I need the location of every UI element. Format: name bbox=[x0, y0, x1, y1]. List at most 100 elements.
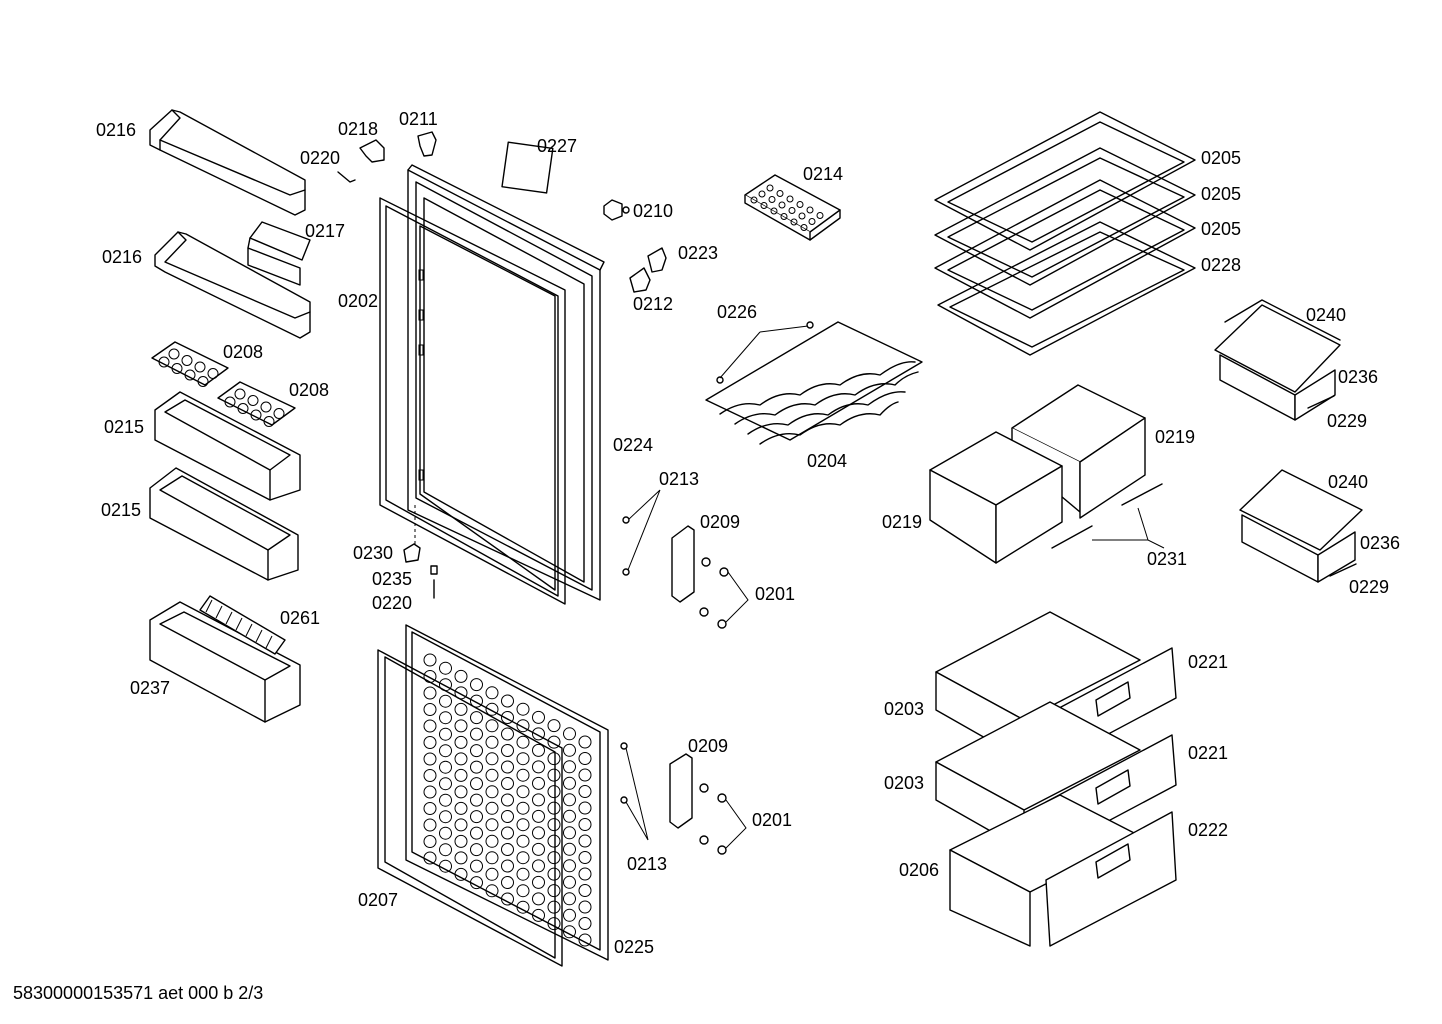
dimple bbox=[501, 859, 514, 873]
dimple bbox=[485, 735, 499, 749]
screw-0213-c bbox=[620, 742, 628, 750]
dimple bbox=[470, 727, 483, 741]
dimple bbox=[547, 900, 561, 914]
dimple bbox=[454, 768, 468, 782]
screw-0213-a bbox=[622, 516, 630, 524]
dimple bbox=[485, 884, 499, 898]
bottle-rack-0204 bbox=[705, 321, 923, 445]
ice-cell bbox=[770, 207, 778, 215]
callout-0223: 0223 bbox=[678, 243, 719, 263]
dimple bbox=[563, 908, 576, 922]
dimple bbox=[516, 735, 530, 749]
callout-0205-a: 0205 bbox=[1201, 148, 1242, 168]
dimple bbox=[439, 859, 452, 873]
door-shelf-0215-upper bbox=[154, 391, 301, 501]
callout-0240-upper: 0240 bbox=[1306, 305, 1347, 325]
egg-holes bbox=[158, 348, 285, 427]
dimple bbox=[532, 776, 545, 790]
dimple bbox=[470, 843, 483, 857]
dimple bbox=[563, 892, 576, 906]
dimple bbox=[485, 702, 499, 716]
dimple bbox=[501, 744, 514, 757]
dimple bbox=[516, 900, 530, 914]
door-shelf-0215-lower bbox=[149, 467, 299, 581]
dimple bbox=[485, 818, 499, 832]
handle-0209-upper bbox=[671, 525, 695, 603]
callout-0221-mid: 0221 bbox=[1188, 743, 1229, 763]
drawer-0236-a bbox=[1219, 354, 1336, 421]
dimple bbox=[485, 851, 499, 865]
egg-hole bbox=[224, 396, 236, 408]
leader-0213-lower bbox=[625, 747, 649, 841]
dimple bbox=[532, 760, 545, 774]
egg-hole bbox=[273, 408, 285, 419]
dimple bbox=[485, 834, 499, 848]
callout-0228: 0228 bbox=[1201, 255, 1242, 275]
dimple bbox=[547, 801, 561, 815]
dimple bbox=[578, 834, 592, 848]
dimple bbox=[563, 727, 576, 741]
ice-cell bbox=[780, 213, 788, 220]
callout-0229-lower: 0229 bbox=[1349, 577, 1390, 597]
glass-shelf-0228 bbox=[937, 221, 1196, 356]
dimple bbox=[501, 826, 514, 840]
bottle-divider-0261 bbox=[199, 595, 286, 655]
ice-cell bbox=[790, 218, 798, 226]
hinge-0211 bbox=[417, 131, 437, 157]
ice-cell bbox=[776, 190, 784, 197]
dimple bbox=[423, 769, 437, 782]
callout-0236-lower: 0236 bbox=[1360, 533, 1401, 553]
callout-0236-upper: 0236 bbox=[1338, 367, 1379, 387]
callout-0213-lower: 0213 bbox=[627, 854, 668, 874]
dimple bbox=[516, 834, 530, 848]
screw-0213-b bbox=[622, 568, 630, 576]
dimple bbox=[454, 834, 468, 848]
ice-cell bbox=[806, 206, 814, 214]
callout-0220-lower: 0220 bbox=[372, 593, 413, 613]
callout-0201-lower: 0201 bbox=[752, 810, 793, 830]
dimple bbox=[532, 727, 545, 741]
dimple bbox=[516, 801, 530, 815]
dimple bbox=[532, 710, 545, 724]
dimple bbox=[423, 835, 437, 848]
dimple bbox=[563, 809, 576, 823]
dimple bbox=[470, 876, 483, 890]
dimple bbox=[516, 752, 530, 766]
dimple bbox=[516, 851, 530, 865]
egg-hole bbox=[158, 356, 170, 368]
butter-box-0217 bbox=[247, 221, 311, 286]
dimple bbox=[532, 908, 545, 922]
dimple bbox=[547, 752, 561, 766]
freezer-drawer-0206 bbox=[949, 794, 1141, 947]
callout-0222: 0222 bbox=[1188, 820, 1229, 840]
dimple bbox=[532, 859, 545, 873]
dimple bbox=[578, 735, 592, 749]
dimple bbox=[439, 661, 452, 675]
egg-hole bbox=[247, 395, 259, 406]
callout-0210: 0210 bbox=[633, 201, 674, 221]
freezer-gasket-0207 bbox=[377, 649, 563, 967]
dimple bbox=[454, 719, 468, 733]
ice-cell bbox=[778, 201, 786, 209]
callout-0235: 0235 bbox=[372, 569, 413, 589]
dimple bbox=[454, 752, 468, 766]
dimple bbox=[423, 719, 437, 733]
callout-0215-upper: 0215 bbox=[104, 417, 145, 437]
callout-0213-upper: 0213 bbox=[659, 469, 700, 489]
dimple bbox=[563, 842, 576, 856]
callout-0205-c: 0205 bbox=[1201, 219, 1242, 239]
drawer-0236-b bbox=[1241, 514, 1356, 583]
dimple bbox=[439, 760, 452, 774]
dimple bbox=[532, 809, 545, 823]
dimple bbox=[563, 760, 576, 774]
freezer-door-dimples bbox=[423, 653, 592, 947]
dimple bbox=[501, 876, 514, 889]
dimple bbox=[516, 867, 530, 881]
callout-0212: 0212 bbox=[633, 294, 674, 314]
egg-hole bbox=[263, 416, 275, 427]
callout-0224: 0224 bbox=[613, 435, 654, 455]
egg-hole bbox=[197, 376, 209, 387]
dimple bbox=[501, 760, 514, 774]
callout-0231: 0231 bbox=[1147, 549, 1188, 569]
dimple bbox=[423, 818, 437, 832]
